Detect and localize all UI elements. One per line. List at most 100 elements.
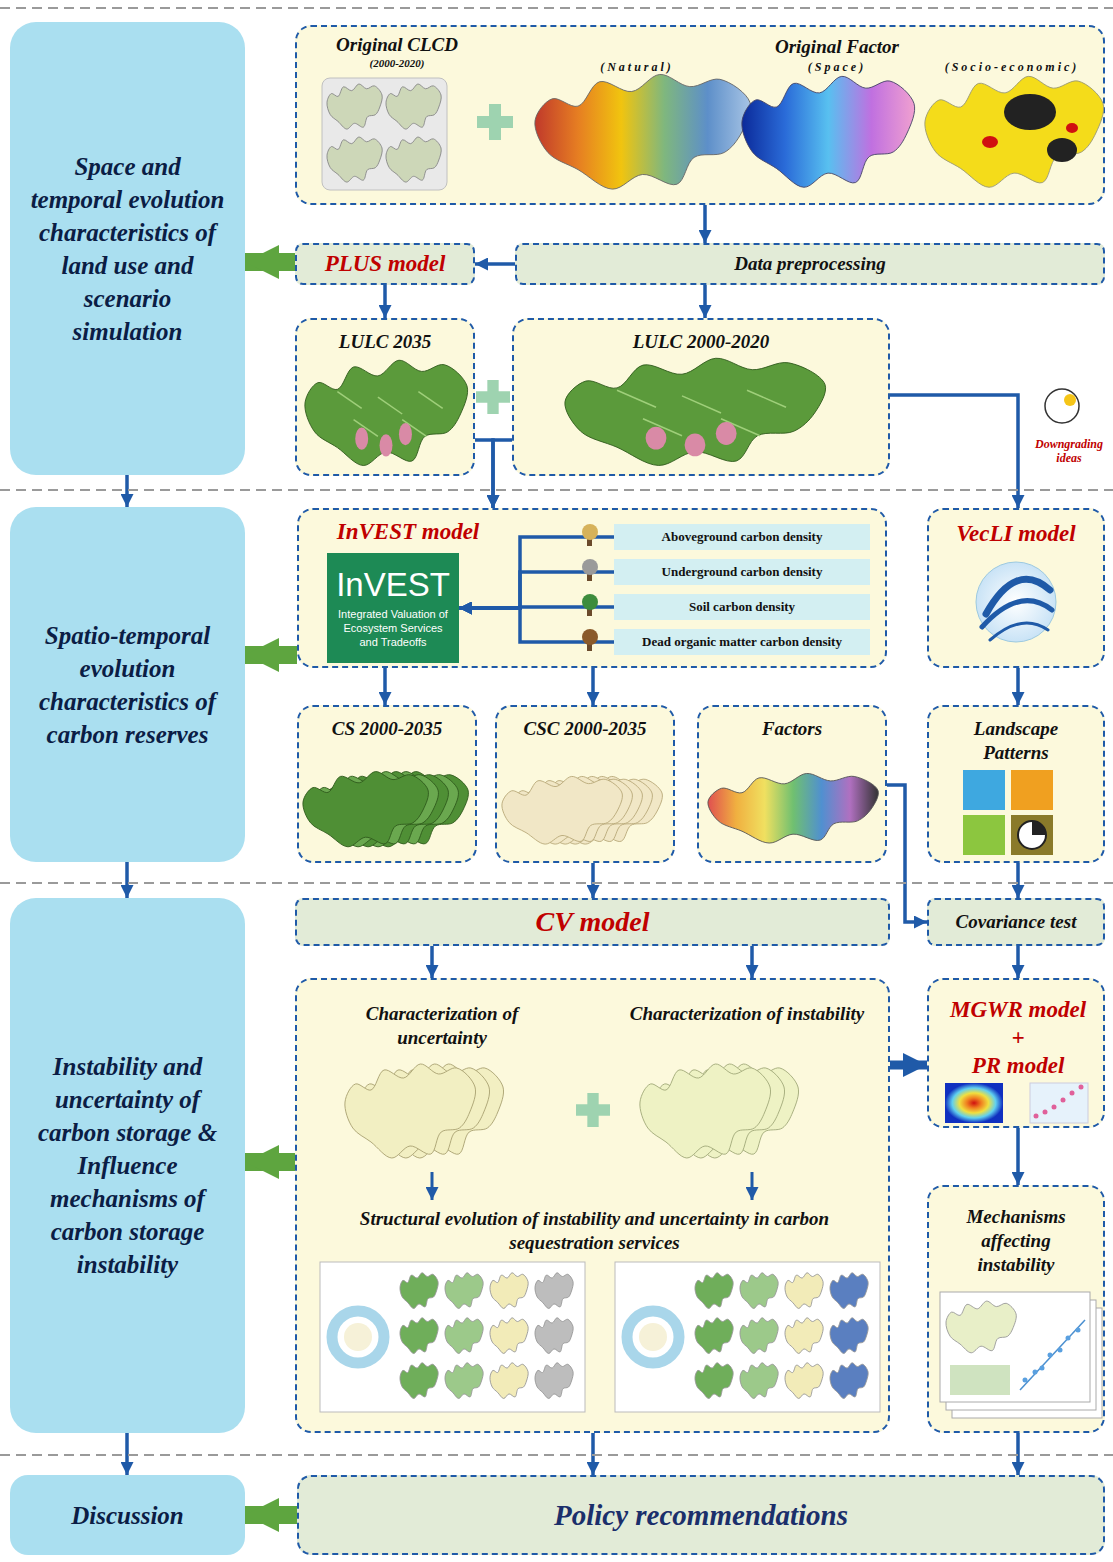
pattern-icon bbox=[963, 770, 1005, 810]
stage-box: Spatio-temporal evolution characteristic… bbox=[10, 507, 245, 862]
process-box: Covariance test bbox=[927, 898, 1105, 946]
node-text: LULC 2035 bbox=[339, 330, 431, 354]
node-text: Characterization of instability bbox=[627, 1002, 867, 1026]
node-text: Policy recommendations bbox=[554, 1498, 848, 1533]
flow-arrow bbox=[887, 785, 927, 922]
flow-arrow bbox=[383, 668, 387, 705]
map-figure bbox=[946, 1301, 1016, 1353]
logo-box: InVESTIntegrated Valuation of Ecosystem … bbox=[327, 553, 459, 663]
stage-box: Discussion bbox=[10, 1475, 245, 1555]
section-divider bbox=[0, 1454, 1113, 1456]
flow-arrow bbox=[493, 440, 512, 508]
pr-icon bbox=[1052, 1105, 1057, 1110]
map-figure bbox=[742, 76, 915, 187]
result-box: Mechanisms affecting instability bbox=[927, 1185, 1105, 1433]
map-detail bbox=[716, 422, 737, 445]
map-figure bbox=[445, 1318, 483, 1354]
pr-icon bbox=[1030, 1083, 1088, 1123]
map-figure bbox=[654, 1064, 785, 1158]
density-box: Aboveground carbon density bbox=[614, 524, 870, 550]
pattern-icon bbox=[1011, 815, 1053, 855]
map-figure bbox=[535, 1363, 573, 1399]
flow-arrow bbox=[750, 946, 754, 978]
map-figure bbox=[386, 137, 441, 182]
map-figure bbox=[830, 1363, 868, 1399]
node-text: Discussion bbox=[71, 1499, 184, 1532]
map-figure bbox=[490, 1363, 528, 1399]
map-figure bbox=[535, 1273, 573, 1309]
flow-arrow bbox=[459, 608, 614, 642]
chart-panel bbox=[952, 1308, 1102, 1418]
flow-arrow bbox=[459, 572, 614, 608]
node-text: Spatio-temporal evolution characteristic… bbox=[28, 619, 227, 751]
node-text: Structural evolution of instability and … bbox=[317, 1207, 872, 1255]
node-text: + bbox=[929, 1024, 1107, 1052]
plus-symbol bbox=[476, 380, 510, 414]
pr-icon bbox=[1043, 1110, 1048, 1115]
node-text: Instability and uncertainty of carbon st… bbox=[28, 1050, 227, 1281]
density-icon bbox=[582, 524, 598, 540]
map-detail bbox=[354, 420, 378, 437]
process-box: Data preprocessing bbox=[515, 243, 1105, 285]
pattern-icon bbox=[1032, 821, 1046, 835]
vecli-logo bbox=[976, 562, 1056, 642]
flow-arrow bbox=[591, 863, 595, 898]
flow-arrow bbox=[475, 440, 493, 508]
pattern-icon bbox=[1011, 770, 1053, 810]
density-icon bbox=[587, 572, 592, 581]
node-text: Factors bbox=[762, 717, 822, 741]
flow-arrow bbox=[125, 1433, 129, 1475]
chart-panel bbox=[615, 1262, 880, 1412]
pattern-icon bbox=[963, 815, 1005, 855]
chart-dot bbox=[1023, 1378, 1028, 1383]
map-figure bbox=[445, 1273, 483, 1309]
stage-box: Space and temporal evolution characteris… bbox=[10, 22, 245, 475]
flow-arrow bbox=[591, 1433, 595, 1475]
flow-arrow bbox=[1016, 1433, 1020, 1475]
node-text: Landscape Patterns bbox=[946, 717, 1086, 765]
map-figure bbox=[535, 74, 751, 189]
map-figure bbox=[695, 1273, 733, 1309]
flow-arrow bbox=[890, 1061, 927, 1070]
map-detail bbox=[380, 434, 393, 456]
flow-arrow bbox=[125, 475, 129, 507]
map-detail bbox=[646, 427, 667, 450]
map-detail bbox=[617, 390, 656, 407]
model-box: VecLI model bbox=[927, 508, 1105, 668]
node-text: (Space) bbox=[737, 60, 937, 74]
map-detail bbox=[399, 423, 412, 445]
donut-chart bbox=[627, 1311, 679, 1363]
map-figure bbox=[668, 1064, 799, 1158]
flow-arrow bbox=[1016, 668, 1020, 705]
note-label: Downgrading ideas bbox=[1026, 438, 1112, 466]
node-text: CV model bbox=[536, 905, 650, 939]
chart-dot bbox=[1048, 1353, 1053, 1358]
map-figure bbox=[445, 1363, 483, 1399]
map-detail bbox=[682, 396, 721, 413]
node-text: Original CLCD bbox=[312, 33, 482, 57]
map-detail bbox=[685, 434, 706, 457]
stage-arrow bbox=[245, 1153, 295, 1171]
node-text: Original Factor bbox=[737, 35, 937, 59]
data-box: Factors bbox=[697, 705, 887, 863]
chart-panel bbox=[946, 1300, 1096, 1410]
plus-symbol bbox=[477, 104, 513, 140]
chart-line bbox=[1020, 1320, 1085, 1390]
density-icon bbox=[587, 607, 592, 616]
chart-detail bbox=[950, 1365, 1010, 1395]
node-text: Mechanisms affecting instability bbox=[941, 1205, 1091, 1276]
map-figure bbox=[640, 1064, 771, 1158]
stage-box: Instability and uncertainty of carbon st… bbox=[10, 898, 245, 1433]
policy-box: Policy recommendations bbox=[297, 1475, 1105, 1555]
map-figure bbox=[305, 360, 468, 465]
map-detail bbox=[418, 392, 442, 409]
map-thumbnail bbox=[322, 78, 447, 190]
map-figure bbox=[740, 1363, 778, 1399]
node-text: Data preprocessing bbox=[734, 252, 885, 276]
map-figure bbox=[333, 772, 459, 847]
node-text: CS 2000-2035 bbox=[332, 717, 442, 741]
density-box: Underground carbon density bbox=[614, 559, 870, 585]
stage-arrow bbox=[245, 646, 297, 664]
flow-arrow bbox=[383, 285, 387, 318]
map-figure bbox=[400, 1273, 438, 1309]
